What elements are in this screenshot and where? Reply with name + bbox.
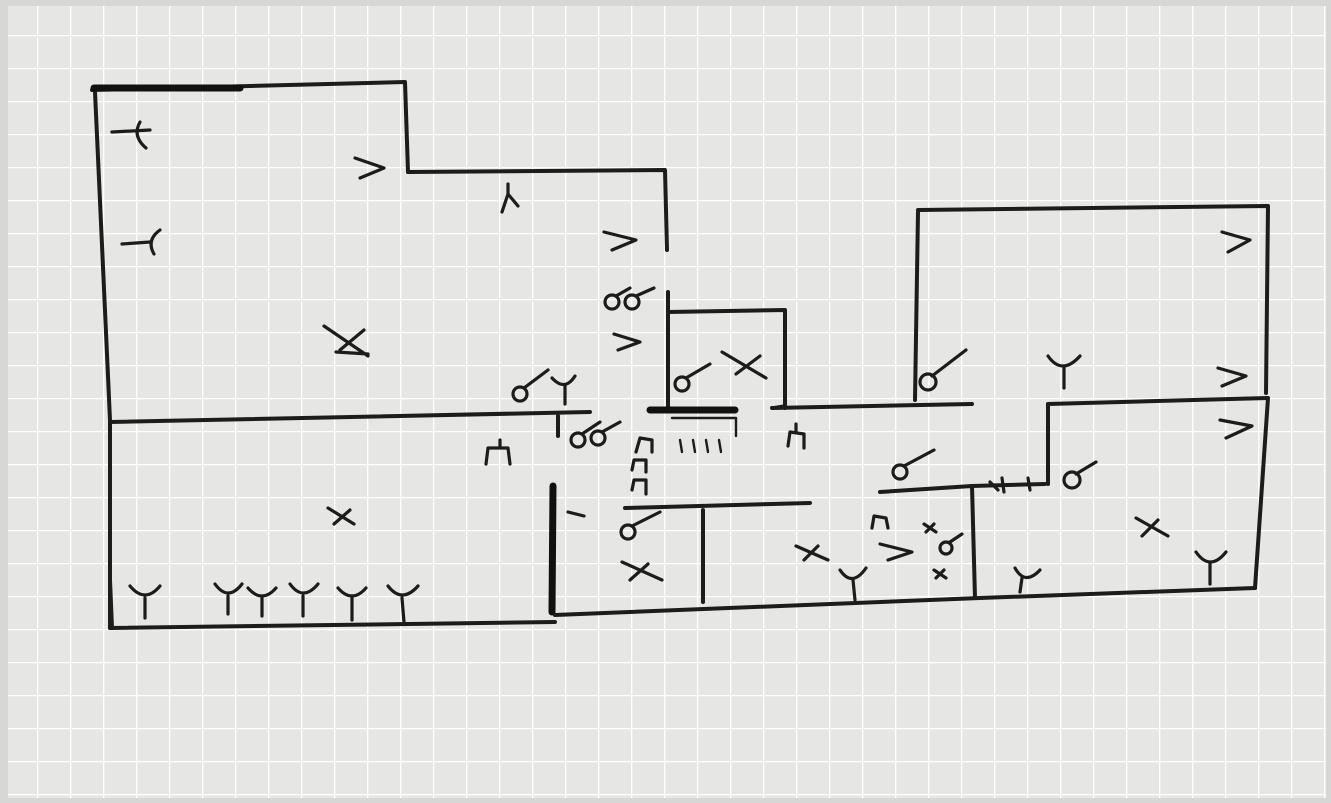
wall-divider-left xyxy=(108,410,592,424)
wall-bottom-right xyxy=(553,586,1257,617)
ceiling-light-x-icon xyxy=(720,350,768,380)
lamp-circle-icon xyxy=(619,510,662,541)
switch-arrow-icon xyxy=(602,230,638,252)
ceiling-light-x-icon xyxy=(322,324,370,358)
door-mark-icon xyxy=(566,510,586,518)
switch-arrow-icon xyxy=(612,332,642,352)
outlet-y-icon xyxy=(1013,566,1042,594)
fixture-n-icon xyxy=(500,182,520,214)
ceiling-light-x-icon xyxy=(326,506,356,526)
outlet-y-icon xyxy=(246,586,278,618)
switch-arrow-icon xyxy=(353,156,386,180)
switch-arrow-icon xyxy=(878,542,914,562)
wall-center-room xyxy=(666,290,787,410)
lamp-circle-icon xyxy=(603,286,632,311)
outlet-y-icon xyxy=(1194,550,1228,586)
outlet-y-icon xyxy=(213,582,244,616)
outlet-y-icon xyxy=(386,584,420,624)
walls xyxy=(90,80,1270,630)
lamp-circle-icon xyxy=(1062,460,1098,490)
outlet-y-icon xyxy=(838,566,868,602)
lamp-circle-icon xyxy=(589,420,622,447)
switch-arrow-icon xyxy=(1220,230,1252,254)
fixture-n-icon xyxy=(634,436,654,454)
outlet-y-icon xyxy=(128,584,162,620)
lamp-circle-icon xyxy=(891,448,936,481)
fixture-n-icon xyxy=(630,478,648,496)
wall-bottom-left-return xyxy=(108,578,114,630)
lamp-circle-icon xyxy=(569,420,602,449)
ceiling-light-x-icon xyxy=(932,568,948,580)
ceiling-light-x-icon xyxy=(794,544,830,562)
ceiling-light-x-icon xyxy=(922,522,938,534)
fixture-n-icon xyxy=(484,438,512,466)
ceiling-light-x-icon xyxy=(1134,516,1170,538)
ceiling-light-x-icon xyxy=(620,560,664,582)
lamp-circle-icon xyxy=(511,368,550,403)
hook-icon xyxy=(110,120,152,150)
lamp-circle-icon xyxy=(938,532,964,556)
switch-arrow-icon xyxy=(1216,366,1248,388)
outlet-y-icon xyxy=(288,582,320,618)
symbols xyxy=(110,120,1254,624)
lamp-circle-icon xyxy=(673,362,712,393)
lamp-circle-icon xyxy=(918,348,968,392)
switch-arrow-icon xyxy=(1218,418,1254,440)
wall-left-upper-room xyxy=(90,80,669,252)
door-mark-icon xyxy=(770,404,786,410)
wall-corridor-right xyxy=(770,402,974,410)
wall-top-right-room-left xyxy=(913,210,920,402)
wall-small-room-door xyxy=(970,482,1047,488)
outlet-y-icon xyxy=(1046,354,1082,390)
lamp-circle-icon xyxy=(623,286,656,311)
fixture-n-icon xyxy=(630,458,648,474)
wall-thick-center-left xyxy=(548,482,557,616)
wall-bottom-left xyxy=(108,620,557,630)
outlet-y-icon xyxy=(336,586,368,622)
wall-inner-middle-horizontal xyxy=(623,501,812,510)
wall-bottom-right-room xyxy=(1046,396,1270,590)
outlet-y-icon xyxy=(550,374,577,406)
door-mark-icon xyxy=(988,476,1032,494)
wall-top-right-room xyxy=(916,204,1270,395)
stair-hatch xyxy=(670,416,738,454)
fixture-n-icon xyxy=(870,514,890,530)
fixture-n-icon xyxy=(786,422,806,450)
hook-icon xyxy=(120,228,162,256)
